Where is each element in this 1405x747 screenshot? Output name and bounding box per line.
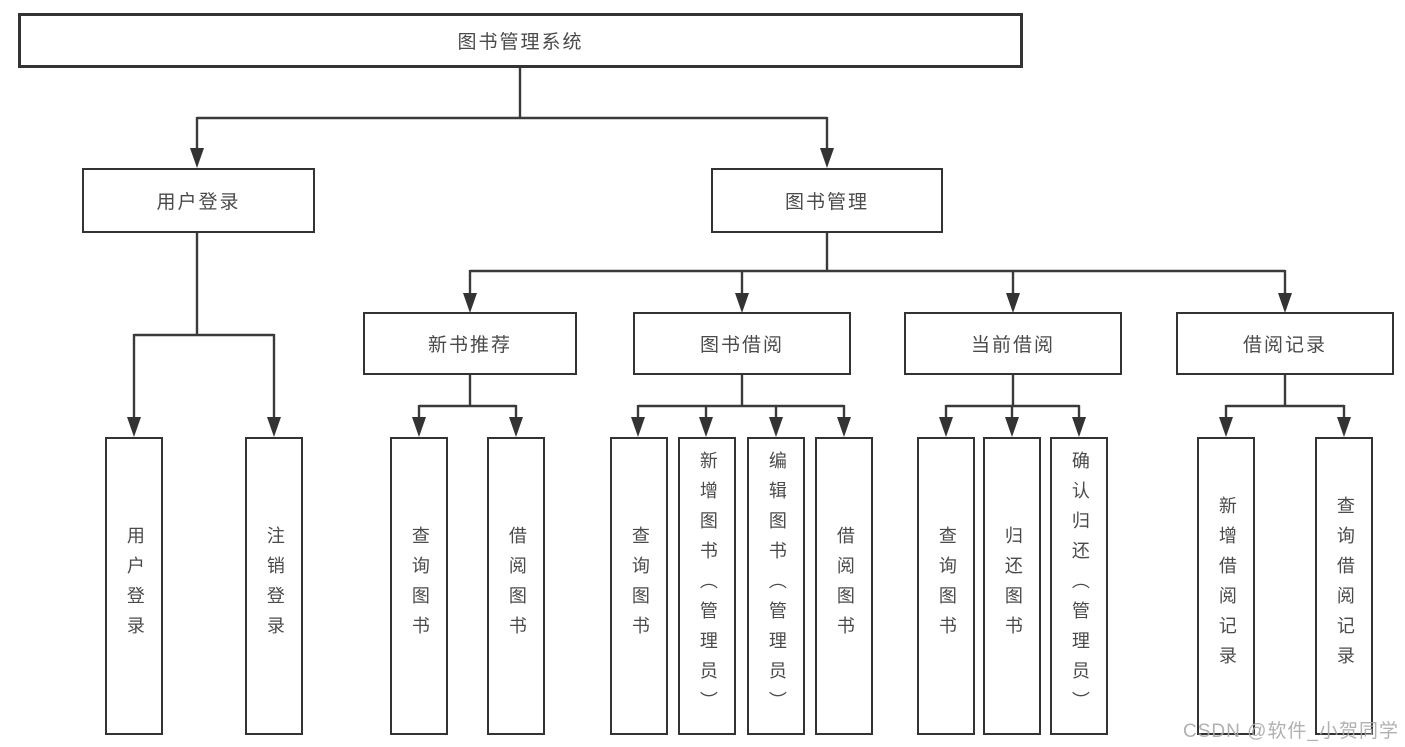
leaf-edit-book-admin: 编辑图书（管理员） — [747, 437, 805, 735]
leaf-query-books-1: 查询图书 — [390, 437, 448, 735]
node-book-borrow: 图书借阅 — [633, 312, 851, 375]
node-book-borrow-label: 图书借阅 — [699, 335, 784, 356]
leaf-return-book-label: 归还图书 — [1002, 526, 1023, 646]
leaf-borrow-books-2: 借阅图书 — [815, 437, 873, 735]
connector-current-borrow-children — [939, 375, 1086, 437]
node-borrow-records-label: 借阅记录 — [1242, 335, 1327, 356]
leaf-borrow-books-1-label: 借阅图书 — [506, 526, 527, 646]
leaf-user-login: 用户登录 — [105, 437, 163, 735]
connector-borrow-records-children — [1219, 375, 1351, 437]
leaf-confirm-return-admin: 确认归还（管理员） — [1050, 437, 1108, 735]
leaf-add-borrow-record: 新增借阅记录 — [1197, 437, 1255, 735]
leaf-confirm-return-admin-label: 确认归还（管理员） — [1069, 451, 1090, 721]
node-current-borrow: 当前借阅 — [904, 312, 1122, 375]
leaf-borrow-books-1: 借阅图书 — [487, 437, 545, 735]
node-new-book-recommend-label: 新书推荐 — [427, 335, 512, 356]
leaf-add-book-admin: 新增图书（管理员） — [678, 437, 736, 735]
leaf-query-books-3-label: 查询图书 — [936, 526, 957, 646]
leaf-logout-label: 注销登录 — [264, 526, 285, 646]
leaf-add-borrow-record-label: 新增借阅记录 — [1216, 496, 1237, 676]
leaf-query-books-3: 查询图书 — [917, 437, 975, 735]
leaf-borrow-books-2-label: 借阅图书 — [834, 526, 855, 646]
leaf-user-login-label: 用户登录 — [124, 526, 145, 646]
node-user-login-label: 用户登录 — [156, 192, 241, 213]
connector-user-login-children — [127, 233, 281, 437]
connector-root-to-level2 — [190, 68, 834, 168]
leaf-query-books-2: 查询图书 — [610, 437, 668, 735]
watermark: CSDN @软件_小贺同学 — [1183, 721, 1399, 742]
node-user-login: 用户登录 — [82, 168, 315, 233]
leaf-return-book: 归还图书 — [983, 437, 1041, 735]
connector-book-management-children — [463, 233, 1292, 313]
leaf-logout: 注销登录 — [245, 437, 303, 735]
leaf-query-borrow-record-label: 查询借阅记录 — [1334, 496, 1355, 676]
connector-book-borrow-children — [631, 375, 851, 437]
node-book-management: 图书管理 — [711, 168, 943, 233]
leaf-edit-book-admin-label: 编辑图书（管理员） — [766, 451, 787, 721]
connector-new-book-recommend-children — [412, 375, 523, 437]
node-root-label: 图书管理系统 — [457, 32, 584, 53]
node-book-management-label: 图书管理 — [784, 192, 869, 213]
node-root: 图书管理系统 — [18, 13, 1023, 68]
leaf-add-book-admin-label: 新增图书（管理员） — [697, 451, 718, 721]
leaf-query-books-2-label: 查询图书 — [629, 526, 650, 646]
node-new-book-recommend: 新书推荐 — [363, 312, 577, 375]
leaf-query-borrow-record: 查询借阅记录 — [1315, 437, 1373, 735]
node-current-borrow-label: 当前借阅 — [970, 335, 1055, 356]
node-borrow-records: 借阅记录 — [1176, 312, 1394, 375]
leaf-query-books-1-label: 查询图书 — [409, 526, 430, 646]
